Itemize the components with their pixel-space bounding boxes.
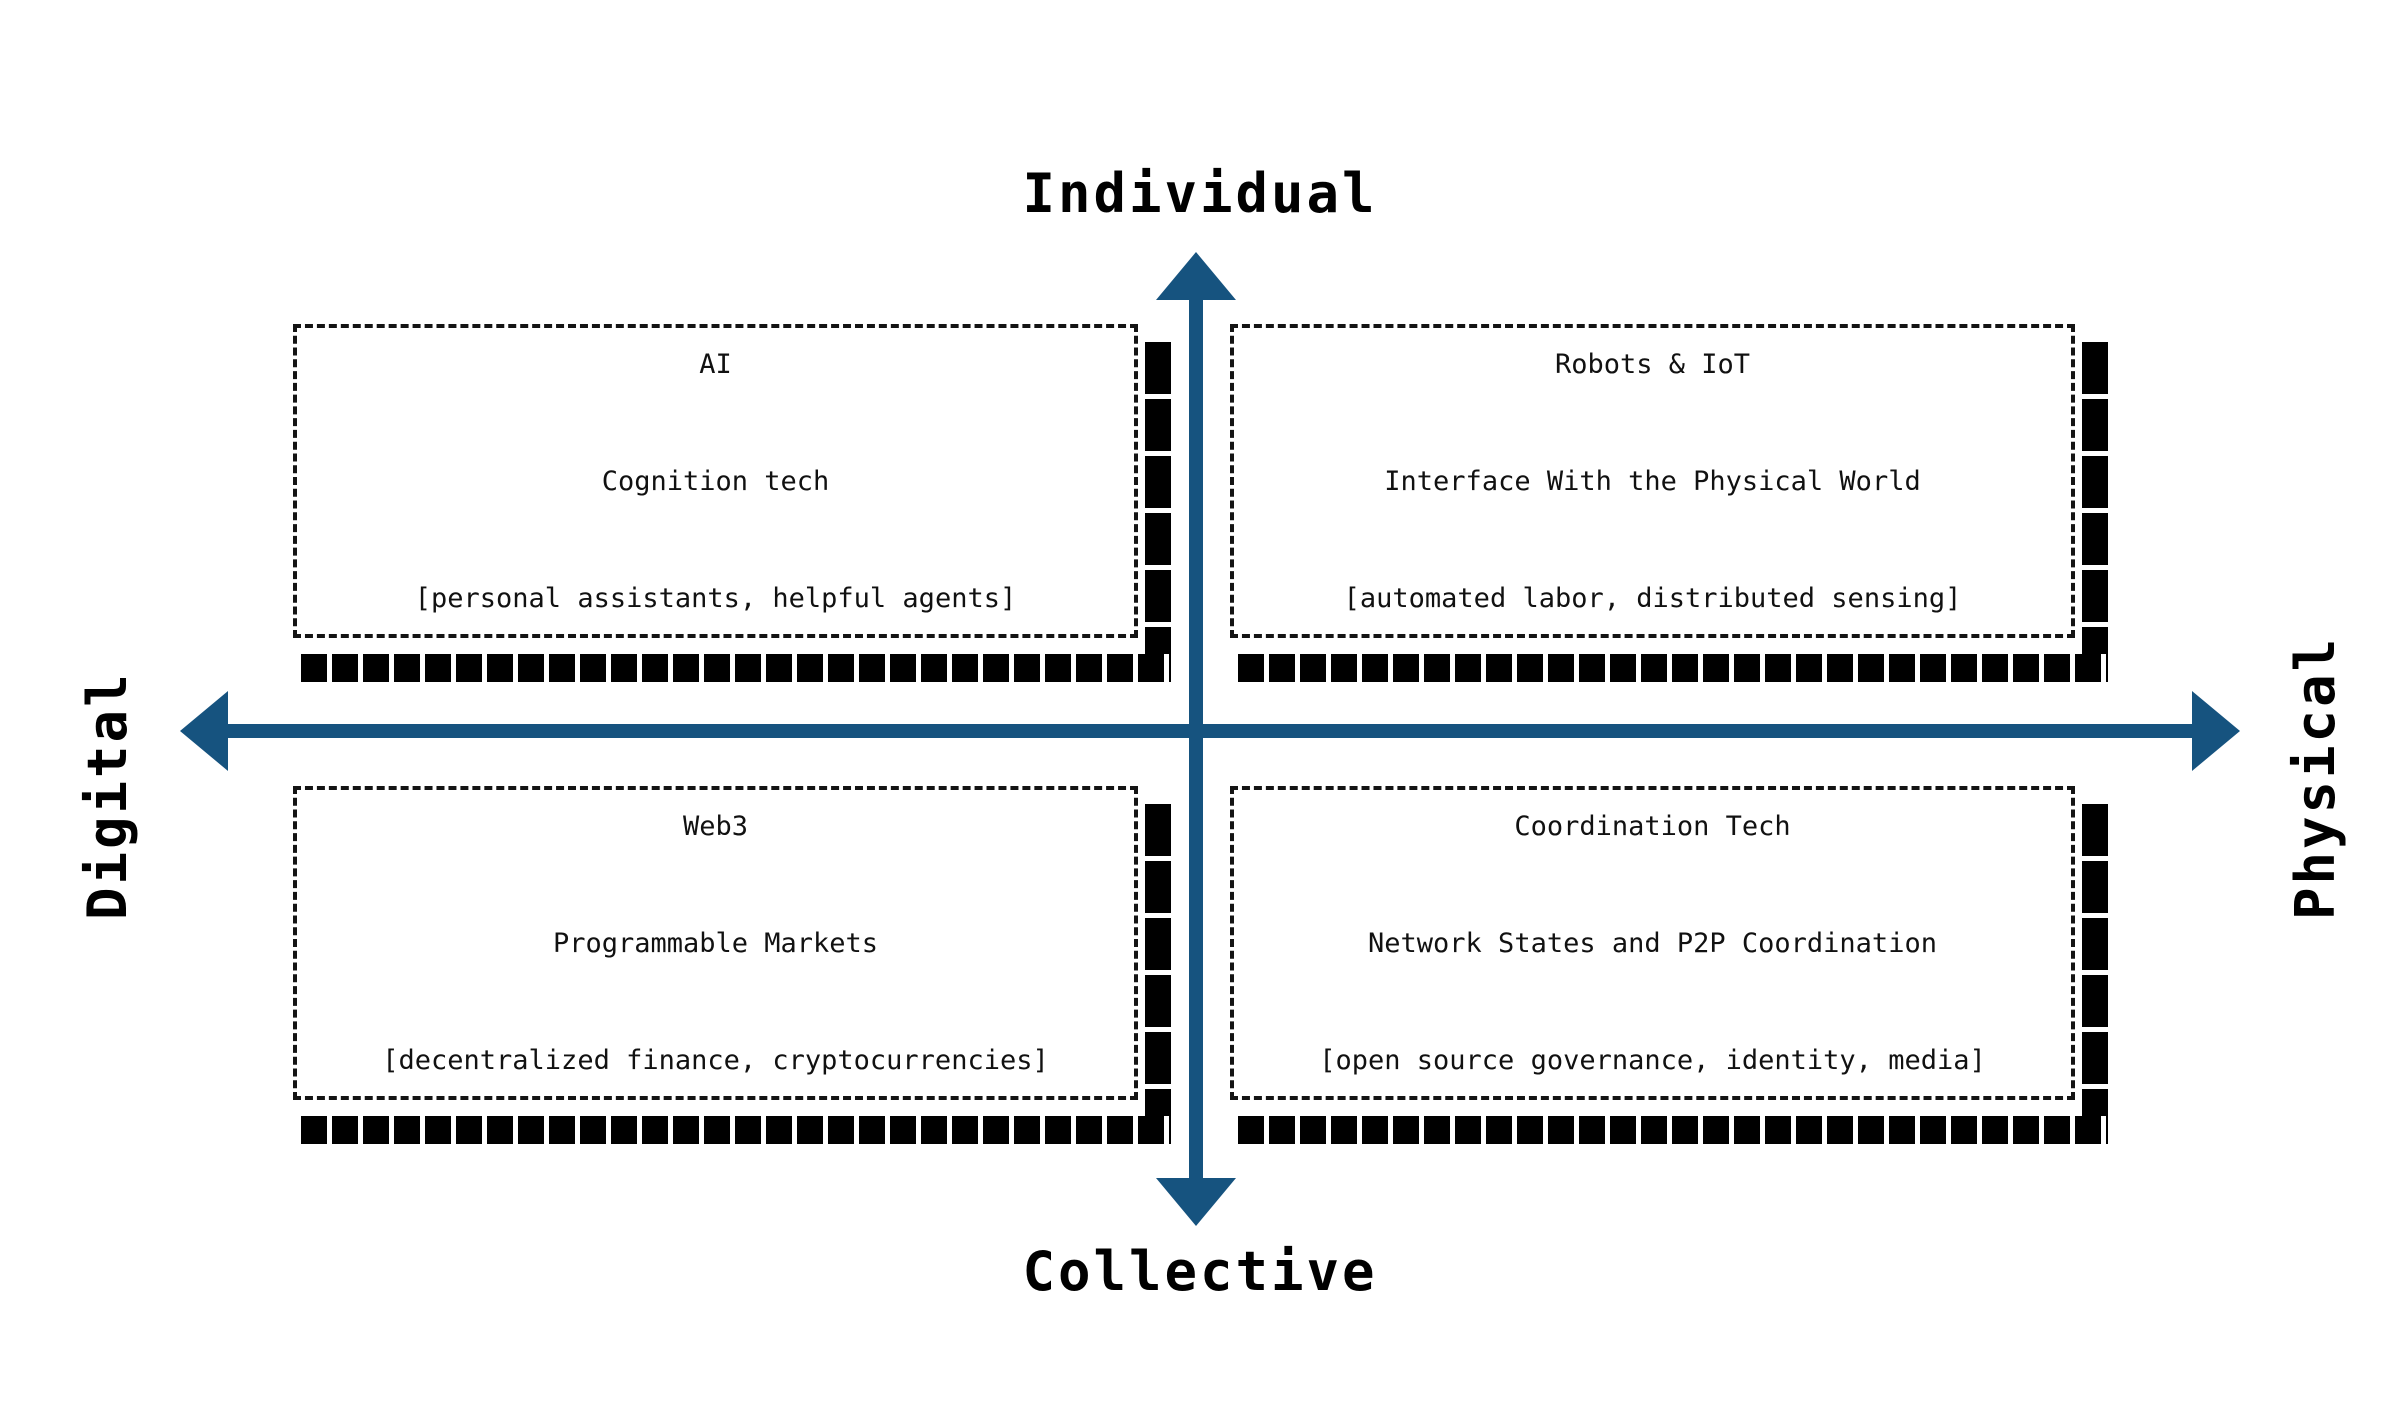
axis-label-digital: Digital xyxy=(76,671,139,920)
axis-label-digital-wrapper: Digital xyxy=(76,671,325,983)
quadrant-title-robots-iot: Robots & IoT xyxy=(1554,348,1751,380)
quadrant-shadow-right xyxy=(1145,342,1171,664)
quadrant-title-web3: Web3 xyxy=(682,810,748,842)
arrow-up-icon xyxy=(1156,252,1236,300)
quadrant-shadow-bottom xyxy=(301,654,1171,682)
quadrant-shadow-right xyxy=(2082,804,2108,1126)
axis-label-physical-wrapper: Physical xyxy=(2284,636,2400,983)
axis-label-individual: Individual xyxy=(1022,162,1378,225)
quadrant-examples-web3: [decentralized finance, cryptocurrencies… xyxy=(382,1044,1049,1076)
quadrant-text-coordination-tech: Coordination Tech Network States and P2P… xyxy=(1319,729,1985,1158)
arrow-right-icon xyxy=(2192,691,2240,771)
quadrant-subtitle-coordination-tech: Network States and P2P Coordination xyxy=(1368,927,1937,959)
arrow-left-icon xyxy=(180,691,228,771)
quadrant-box-web3[interactable]: Web3 Programmable Markets [decentralized… xyxy=(293,786,1138,1100)
quadrant-shadow-right xyxy=(2082,342,2108,664)
quadrant-text-web3: Web3 Programmable Markets [decentralized… xyxy=(382,729,1048,1158)
quadrant-subtitle-robots-iot: Interface With the Physical World xyxy=(1384,465,1921,497)
quadrant-examples-coordination-tech: [open source governance, identity, media… xyxy=(1319,1044,1986,1076)
quadrant-shadow-bottom xyxy=(1238,1116,2108,1144)
quadrant-box-ai[interactable]: AI Cognition tech [personal assistants, … xyxy=(293,324,1138,638)
quadrant-shadow-right xyxy=(1145,804,1171,1126)
quadrant-box-robots-iot[interactable]: Robots & IoT Interface With the Physical… xyxy=(1230,324,2075,638)
arrow-down-icon xyxy=(1156,1178,1236,1226)
quadrant-title-coordination-tech: Coordination Tech xyxy=(1514,810,1791,842)
quadrant-text-ai: AI Cognition tech [personal assistants, … xyxy=(415,267,1016,696)
quadrant-examples-robots-iot: [automated labor, distributed sensing] xyxy=(1343,582,1962,614)
quadrant-box-coordination-tech[interactable]: Coordination Tech Network States and P2P… xyxy=(1230,786,2075,1100)
quadrant-text-robots-iot: Robots & IoT Interface With the Physical… xyxy=(1344,267,1962,696)
quadrant-subtitle-web3: Programmable Markets xyxy=(552,927,879,959)
quadrant-subtitle-ai: Cognition tech xyxy=(601,465,830,497)
axis-label-physical: Physical xyxy=(2284,635,2347,920)
quadrant-examples-ai: [personal assistants, helpful agents] xyxy=(414,582,1017,614)
quadrant-title-ai: AI xyxy=(699,348,732,380)
horizontal-axis-line xyxy=(210,724,2220,738)
quadrant-shadow-bottom xyxy=(301,1116,1171,1144)
quadrant-shadow-bottom xyxy=(1238,654,2108,682)
axis-label-collective: Collective xyxy=(1022,1240,1378,1303)
